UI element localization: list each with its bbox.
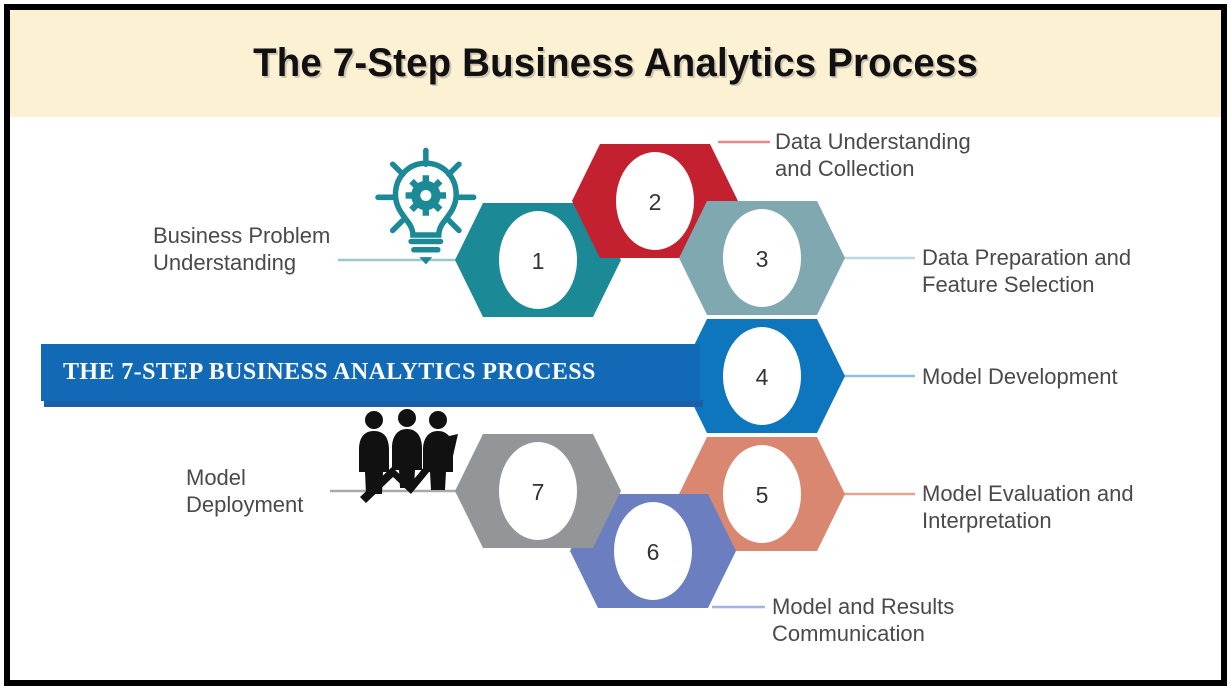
hexagon-step-5-number: 5 <box>756 482 769 508</box>
hexagon-step-6[interactable]: 6 <box>570 494 736 608</box>
step-label-1: Business Problem Understanding <box>153 223 331 275</box>
hexagon-step-1-badge <box>499 211 577 309</box>
hexagon-step-2-number: 2 <box>649 189 662 215</box>
hexagon-step-7-badge <box>499 442 577 540</box>
process-ribbon: THE 7-STEP BUSINESS ANALYTICS PROCESS <box>41 344 700 401</box>
hexagon-step-1-number: 1 <box>532 248 545 274</box>
hexagon-step-7-number: 7 <box>532 479 545 505</box>
people-growth-arrow-icon <box>359 409 458 503</box>
hexagon-step-3-badge <box>723 209 801 307</box>
ribbon-label: THE 7-STEP BUSINESS ANALYTICS PROCESS <box>63 359 596 385</box>
title-banner: The 7-Step Business Analytics Process <box>10 10 1221 117</box>
hexagon-step-4-badge <box>723 327 801 425</box>
hexagon-step-5-badge <box>723 445 801 543</box>
hexagon-step-4-number: 4 <box>756 364 769 390</box>
ribbon-shadow <box>44 400 703 407</box>
step-label-7: Model Deployment <box>186 465 304 517</box>
step-label-5: Model Evaluation and Interpretation <box>922 481 1134 533</box>
lightbulb-gear-icon <box>375 147 477 265</box>
hexagon-step-6-badge <box>614 502 692 600</box>
hexagon-step-4[interactable]: 4 <box>679 319 845 433</box>
hexagon-step-6-number: 6 <box>647 539 660 565</box>
hexagon-step-3-number: 3 <box>756 246 769 272</box>
hexagon-step-2-badge <box>616 152 694 250</box>
step-label-4: Model Development <box>922 364 1118 389</box>
step-label-6: Model and Results Communication <box>772 594 955 646</box>
hexagon-step-3[interactable]: 3 <box>679 201 845 315</box>
hexagon-step-1[interactable]: 1 <box>455 203 621 317</box>
step-label-3: Data Preparation and Feature Selection <box>922 245 1132 297</box>
hexagon-step-7[interactable]: 7 <box>455 434 621 548</box>
step-label-2: Data Understanding and Collection <box>775 129 971 181</box>
page-title: The 7-Step Business Analytics Process <box>253 41 978 85</box>
